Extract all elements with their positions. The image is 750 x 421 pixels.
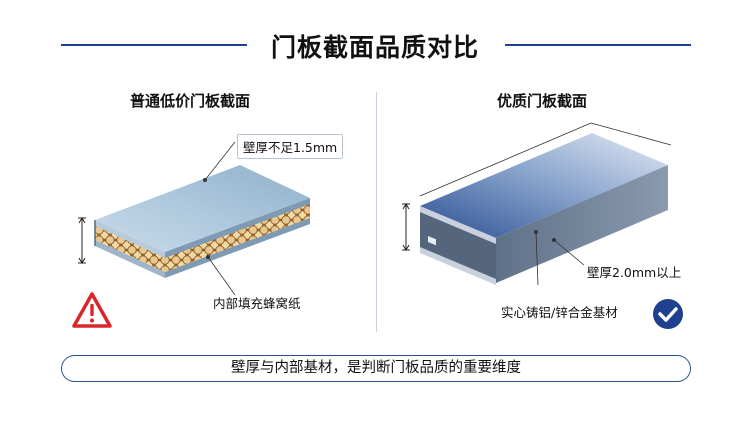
solid-top-plate — [420, 133, 668, 238]
right-thickness-bracket — [402, 203, 410, 251]
high-quality-panel-illustration — [402, 122, 683, 329]
low-quality-panel-illustration — [72, 141, 310, 328]
left-panel-title: 普通低价门板截面 — [130, 92, 251, 110]
solid-side-face — [496, 165, 668, 283]
title-rule-left — [61, 44, 247, 46]
left-core-label: 内部填充蜂窝纸 — [213, 296, 301, 311]
solid-core-front — [420, 206, 496, 283]
top-plate — [95, 165, 310, 252]
panel-divider — [376, 92, 377, 332]
right-core-label: 实心铸铝/锌合金基材 — [501, 305, 618, 320]
thickness-bracket — [78, 217, 86, 264]
right-panel-title: 优质门板截面 — [497, 92, 588, 110]
page-title: 门板截面品质对比 — [270, 33, 479, 62]
summary-banner: 壁厚与内部基材，是判断门板品质的重要维度 — [61, 355, 691, 382]
right-thickness-label: 壁厚2.0mm以上 — [587, 265, 682, 280]
honeycomb-core-front — [95, 225, 165, 272]
bottom-plate — [95, 240, 165, 278]
warning-icon — [72, 292, 112, 328]
check-icon — [653, 299, 683, 329]
title-rule-right — [505, 44, 691, 46]
honeycomb-core-side — [165, 203, 310, 272]
left-thickness-label: 壁厚不足1.5mm — [237, 134, 344, 159]
